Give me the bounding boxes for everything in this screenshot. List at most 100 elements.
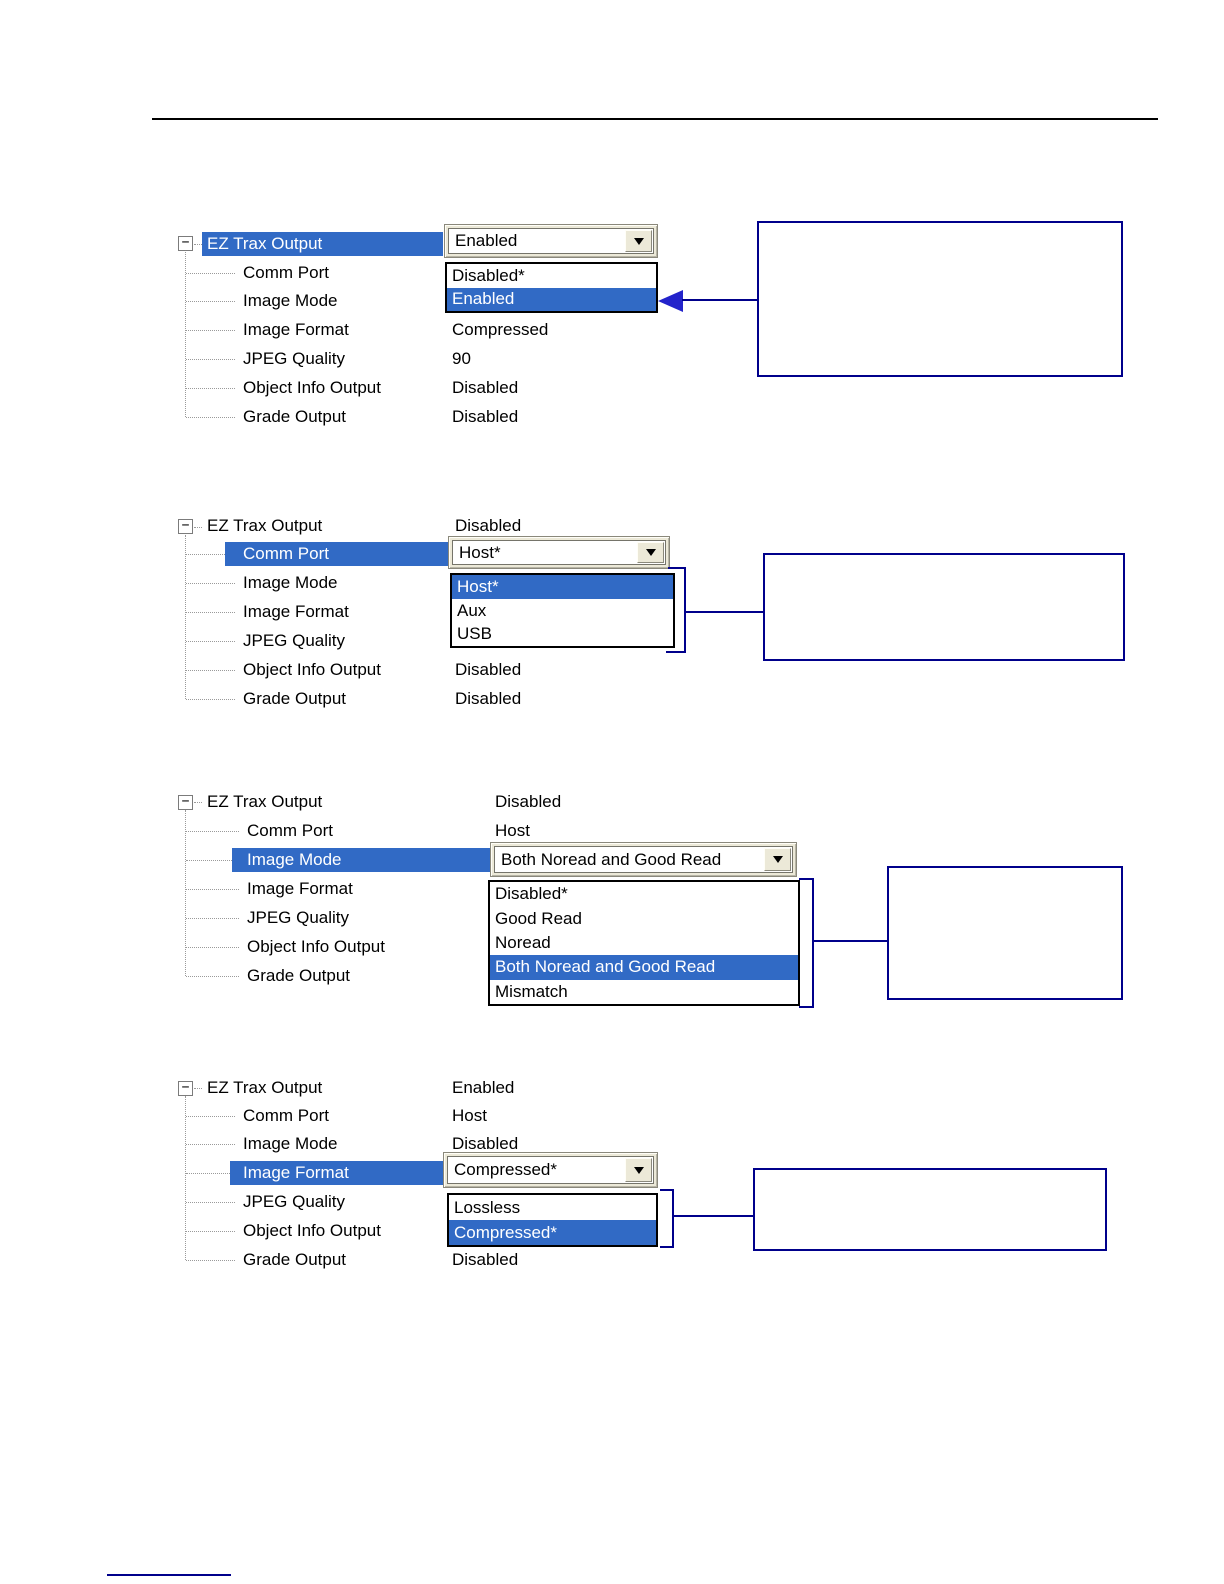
callout-box	[763, 553, 1125, 661]
ez-trax-output-dropdown-list: Disabled* Enabled	[445, 262, 658, 313]
tree-item-jpeg-quality[interactable]: JPEG Quality	[243, 631, 346, 650]
tree-item-image-format[interactable]: Image Format	[243, 320, 349, 339]
tree-item-image-mode[interactable]: Image Mode	[232, 848, 490, 872]
comm-port-combobox[interactable]: Host*	[448, 536, 670, 569]
callout-bracket	[660, 1189, 672, 1191]
chevron-down-icon	[633, 1166, 644, 1174]
tree-item-object-info-output[interactable]: Object Info Output	[243, 378, 381, 397]
value-image-mode: Disabled	[452, 1134, 519, 1153]
dropdown-option-noread[interactable]: Noread	[495, 933, 551, 953]
tree-item-image-format[interactable]: Image Format	[247, 879, 353, 898]
tree-item-grade-output[interactable]: Grade Output	[243, 689, 347, 708]
tree-guide-line	[186, 330, 235, 331]
tree-item-jpeg-quality[interactable]: JPEG Quality	[243, 349, 346, 368]
tree-guide-line	[186, 1144, 235, 1145]
value-grade-output: Disabled	[452, 407, 519, 426]
value-grade-output: Disabled	[455, 689, 522, 708]
top-horizontal-rule	[152, 118, 1158, 120]
callout-bracket	[660, 1246, 672, 1248]
tree-guide-line	[186, 918, 239, 919]
callout-line	[814, 940, 887, 942]
callout-line	[686, 611, 763, 613]
tree-item-image-format[interactable]: Image Format	[230, 1161, 443, 1185]
tree-item-ez-trax-output[interactable]: EZ Trax Output	[207, 516, 323, 535]
chevron-down-icon	[633, 237, 644, 245]
tree-item-grade-output[interactable]: Grade Output	[247, 966, 351, 985]
callout-box	[887, 866, 1123, 1000]
tree-item-image-mode[interactable]: Image Mode	[243, 291, 338, 310]
value-image-format: Compressed	[452, 320, 549, 339]
tree-collapse-icon[interactable]: −	[178, 236, 193, 251]
image-format-combobox[interactable]: Compressed*	[443, 1152, 658, 1188]
tree-guide-line	[186, 554, 235, 555]
tree-collapse-icon[interactable]: −	[178, 519, 193, 534]
tree-guide-line	[186, 612, 235, 613]
value-object-info-output: Disabled	[455, 660, 522, 679]
dropdown-option-disabled[interactable]: Disabled*	[495, 884, 568, 904]
value-grade-output: Disabled	[452, 1250, 519, 1269]
tree-item-ez-trax-output[interactable]: EZ Trax Output	[207, 1078, 323, 1097]
tree-guide-line	[194, 527, 202, 528]
dropdown-option-enabled[interactable]: Enabled	[447, 287, 656, 311]
tree-item-grade-output[interactable]: Grade Output	[243, 1250, 347, 1269]
combobox-value: Enabled	[455, 231, 518, 250]
tree-guide-line	[186, 947, 239, 948]
tree-item-jpeg-quality[interactable]: JPEG Quality	[243, 1192, 346, 1211]
tree-item-grade-output[interactable]: Grade Output	[243, 407, 347, 426]
tree-item-ez-trax-output[interactable]: EZ Trax Output	[207, 792, 323, 811]
value-ez-trax-output: Disabled	[455, 516, 522, 535]
tree-guide-line	[194, 244, 202, 245]
callout-bracket	[668, 567, 684, 569]
dropdown-arrow-button[interactable]	[625, 1158, 652, 1182]
tree-item-comm-port[interactable]: Comm Port	[243, 1106, 329, 1125]
tree-guide-line	[186, 860, 232, 861]
image-mode-dropdown-list: Disabled* Good Read Noread Both Noread a…	[488, 880, 800, 1006]
callout-arrowhead-icon	[658, 290, 683, 312]
dropdown-option-compressed[interactable]: Compressed*	[449, 1220, 656, 1245]
tree-item-label: Image Format	[243, 1163, 349, 1182]
dropdown-arrow-button[interactable]	[637, 542, 664, 563]
tree-item-jpeg-quality[interactable]: JPEG Quality	[247, 908, 350, 927]
dropdown-option-disabled[interactable]: Disabled*	[452, 265, 525, 285]
tree-item-image-mode[interactable]: Image Mode	[243, 1134, 338, 1153]
dropdown-arrow-button[interactable]	[625, 230, 652, 252]
tree-item-image-mode[interactable]: Image Mode	[243, 573, 338, 592]
callout-bracket	[799, 1006, 812, 1008]
dropdown-option-both-noread-and-good-read[interactable]: Both Noread and Good Read	[490, 955, 798, 980]
tree-item-object-info-output[interactable]: Object Info Output	[243, 660, 381, 679]
tree-guide-line	[186, 670, 235, 671]
tree-guide-line	[194, 1088, 202, 1089]
image-format-dropdown-list: Lossless Compressed*	[447, 1193, 658, 1247]
value-ez-trax-output: Enabled	[452, 1078, 515, 1097]
ez-trax-output-combobox[interactable]: Enabled	[444, 224, 658, 258]
dropdown-option-host[interactable]: Host*	[452, 575, 673, 599]
dropdown-option-lossless[interactable]: Lossless	[454, 1197, 521, 1217]
tree-collapse-icon[interactable]: −	[178, 1081, 193, 1096]
dropdown-option-aux[interactable]: Aux	[457, 600, 487, 620]
tree-item-comm-port[interactable]: Comm Port	[225, 542, 448, 566]
tree-guide-line	[186, 1116, 235, 1117]
tree-guide-line	[186, 889, 239, 890]
dropdown-option-good-read[interactable]: Good Read	[495, 908, 582, 928]
dropdown-option-usb[interactable]: USB	[457, 624, 492, 644]
tree-item-comm-port[interactable]: Comm Port	[247, 821, 333, 840]
tree-guide-line	[186, 583, 235, 584]
tree-item-object-info-output[interactable]: Object Info Output	[247, 937, 385, 956]
dropdown-arrow-button[interactable]	[764, 848, 791, 871]
callout-line	[674, 1215, 753, 1217]
tree-item-object-info-output[interactable]: Object Info Output	[243, 1221, 381, 1240]
combobox-value: Both Noread and Good Read	[501, 849, 722, 869]
dropdown-option-mismatch[interactable]: Mismatch	[495, 981, 568, 1001]
callout-bracket	[799, 878, 812, 880]
tree-guide-line	[185, 1096, 186, 1260]
image-mode-combobox[interactable]: Both Noread and Good Read	[490, 842, 797, 877]
tree-collapse-icon[interactable]: −	[178, 795, 193, 810]
callout-bracket	[812, 878, 814, 1008]
tree-item-ez-trax-output[interactable]: EZ Trax Output	[202, 232, 443, 256]
tree-guide-line	[186, 301, 235, 302]
tree-guide-line	[186, 388, 235, 389]
callout-box	[753, 1168, 1107, 1251]
tree-item-image-format[interactable]: Image Format	[243, 602, 349, 621]
tree-item-comm-port[interactable]: Comm Port	[243, 263, 329, 282]
value-jpeg-quality: 90	[452, 349, 471, 368]
